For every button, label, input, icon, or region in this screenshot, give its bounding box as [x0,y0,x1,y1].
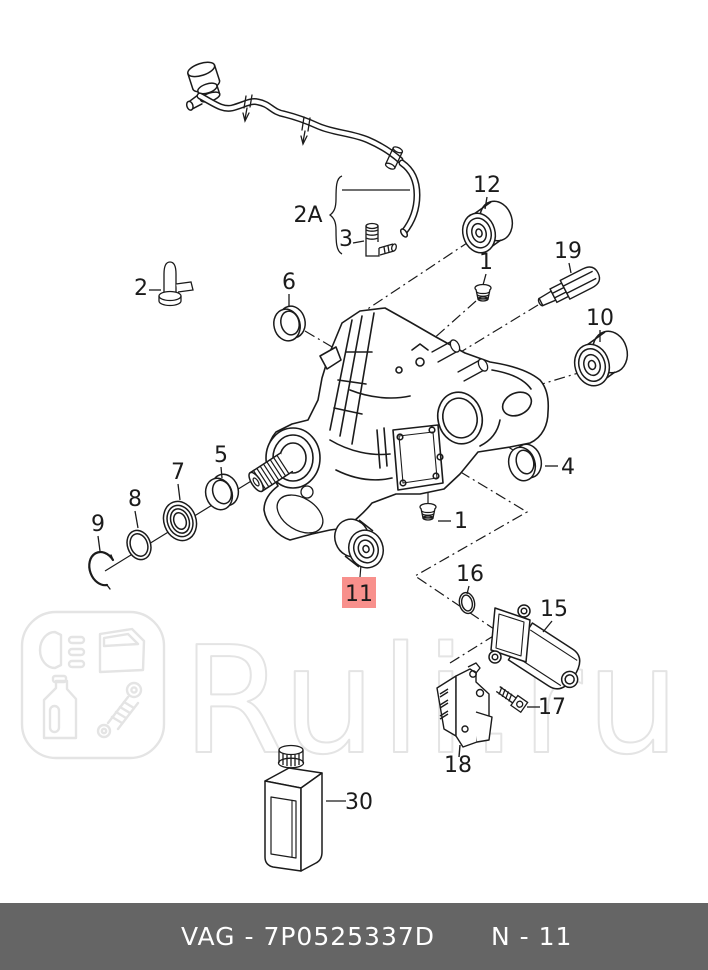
part-19-sensor [537,266,601,307]
part-15-motor [488,604,581,690]
part-8-o-ring [126,529,152,561]
highlighted-callout-box[interactable] [342,577,376,608]
callout-labels [97,196,601,802]
part-6-seal-ring [273,305,306,342]
part-10-bushing [573,330,629,387]
callout-5[interactable]: 5 [214,443,228,468]
watermark-logo-tile [20,610,166,760]
callout-30[interactable]: 30 [345,790,373,815]
callout-15[interactable]: 15 [540,597,568,622]
part-17-screw [495,686,529,714]
splined-shaft [248,452,294,493]
part-30-fluid-bottle [264,744,323,872]
car-door-icon [98,627,146,674]
part-5-ring [204,473,240,511]
hose-clip-1 [242,94,253,123]
hose-clip-2 [300,116,311,146]
footer-bar: VAG - 7P0525337D N - 11 [0,903,708,970]
callout-3[interactable]: 3 [339,227,353,252]
callout-17[interactable]: 17 [538,695,566,720]
callout-8[interactable]: 8 [128,487,142,512]
callout-7[interactable]: 7 [171,460,185,485]
shock-absorber-icon [96,681,143,739]
callout-19[interactable]: 19 [554,239,582,264]
callout-18[interactable]: 18 [444,753,472,778]
part-16-o-ring [458,591,476,615]
callout-1-bottom[interactable]: 1 [454,509,468,534]
part-1-plug-top [474,283,492,302]
differential-housing [248,307,550,541]
watermark: Ruli.ru [20,610,684,788]
headlight-icon [38,630,86,670]
part-3-elbow-valve [365,222,397,257]
part-12-bushing [461,200,514,254]
callout-16[interactable]: 16 [456,562,484,587]
callout-12[interactable]: 12 [473,173,501,198]
callout-10[interactable]: 10 [586,306,614,331]
bottle-cap [277,744,305,769]
callout-11-highlighted[interactable]: 11 [345,582,373,607]
catalog-page-ref: N - 11 [491,922,573,951]
part-2-sensor [158,261,194,307]
callout-4[interactable]: 4 [561,455,575,480]
callout-9[interactable]: 9 [91,512,105,537]
callout-2[interactable]: 2 [134,276,148,301]
part-2a-breather-hose [185,61,421,238]
hose-connector [384,146,404,170]
callout-2a-brace [328,175,410,255]
part-9-snap-ring [88,550,115,590]
callout-1-top[interactable]: 1 [479,250,493,275]
part-7-shaft-seal [162,500,198,542]
callout-2a[interactable]: 2A [293,203,322,228]
callout-6[interactable]: 6 [282,270,296,295]
part-18-bracket [436,662,493,758]
part-4-seal-ring [507,443,543,482]
catalog-part-code: VAG - 7P0525337D [181,922,436,951]
part-1-plug-bottom [419,502,437,521]
part-11-bushing [334,518,384,569]
watermark-text: Ruli.ru [182,615,684,787]
oil-canister-icon [42,674,78,740]
